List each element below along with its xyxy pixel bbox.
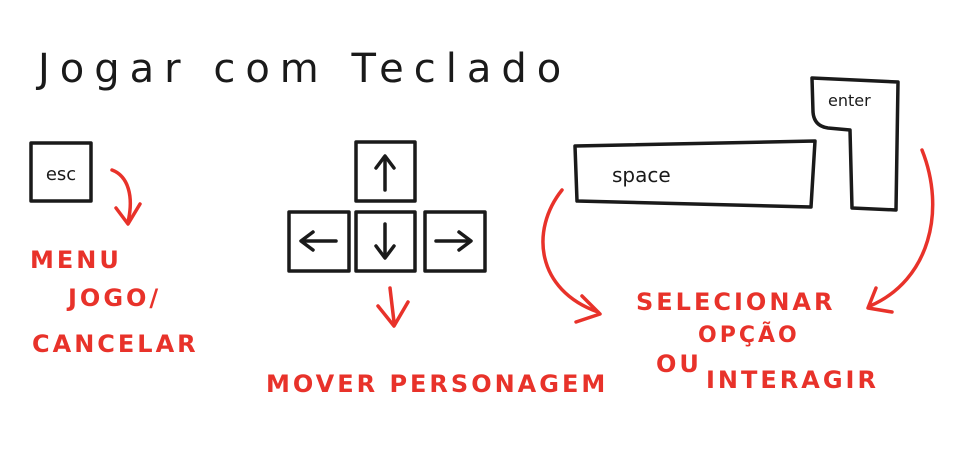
down-key-outline	[354, 210, 417, 273]
menu-label-line3: CANCELAR	[32, 330, 199, 358]
enter-arrow-shaft	[868, 148, 935, 308]
menu-label-line2: JOGO/	[66, 284, 161, 312]
arrow-right-head	[457, 230, 473, 252]
right-key-outline	[423, 210, 487, 273]
right-key	[423, 210, 487, 273]
esc-arrow-shaft	[110, 168, 132, 224]
space-key-label: space	[612, 163, 671, 187]
move-arrow-head	[376, 300, 410, 328]
down-key	[354, 210, 417, 273]
select-label-line1: SELECIONAR	[636, 288, 835, 316]
space-arrow-head	[574, 294, 602, 324]
select-label-line2: OPÇÃO	[698, 322, 800, 348]
esc-key: esc	[29, 141, 93, 203]
enter-arrow	[866, 148, 935, 314]
arrow-right-icon	[434, 230, 473, 252]
arrow-up-head	[374, 154, 396, 170]
arrow-up-icon	[374, 154, 396, 192]
diagram-title: Jogar com Teclado	[35, 46, 571, 92]
menu-label-line1: MENU	[30, 246, 122, 274]
enter-key: enter	[810, 76, 900, 212]
move-arrow-shaft	[388, 286, 396, 324]
arrow-keys	[287, 140, 487, 273]
esc-key-outline	[29, 141, 93, 203]
select-label-line3: OU	[656, 350, 702, 378]
arrow-down-icon	[374, 222, 396, 260]
move-label: MOVER PERSONAGEM	[266, 370, 608, 398]
left-key	[287, 210, 351, 273]
esc-arrow-head	[114, 202, 142, 226]
esc-arrow	[110, 168, 142, 226]
esc-key-label: esc	[46, 164, 76, 185]
enter-key-label: enter	[828, 91, 871, 110]
arrow-down-head	[374, 244, 396, 260]
arrow-left-icon	[299, 230, 338, 252]
space-arrow-shaft	[541, 188, 600, 314]
enter-key-outline	[810, 76, 900, 212]
move-arrow	[376, 286, 410, 328]
space-key-outline	[573, 139, 817, 209]
up-key-outline	[354, 140, 417, 203]
select-label-line4: INTERAGIR	[706, 366, 879, 394]
enter-arrow-head	[866, 286, 894, 314]
arrow-left-head	[299, 230, 315, 252]
up-key	[354, 140, 417, 203]
left-key-outline	[287, 210, 351, 273]
space-key: space	[573, 139, 817, 209]
space-arrow	[541, 188, 602, 324]
